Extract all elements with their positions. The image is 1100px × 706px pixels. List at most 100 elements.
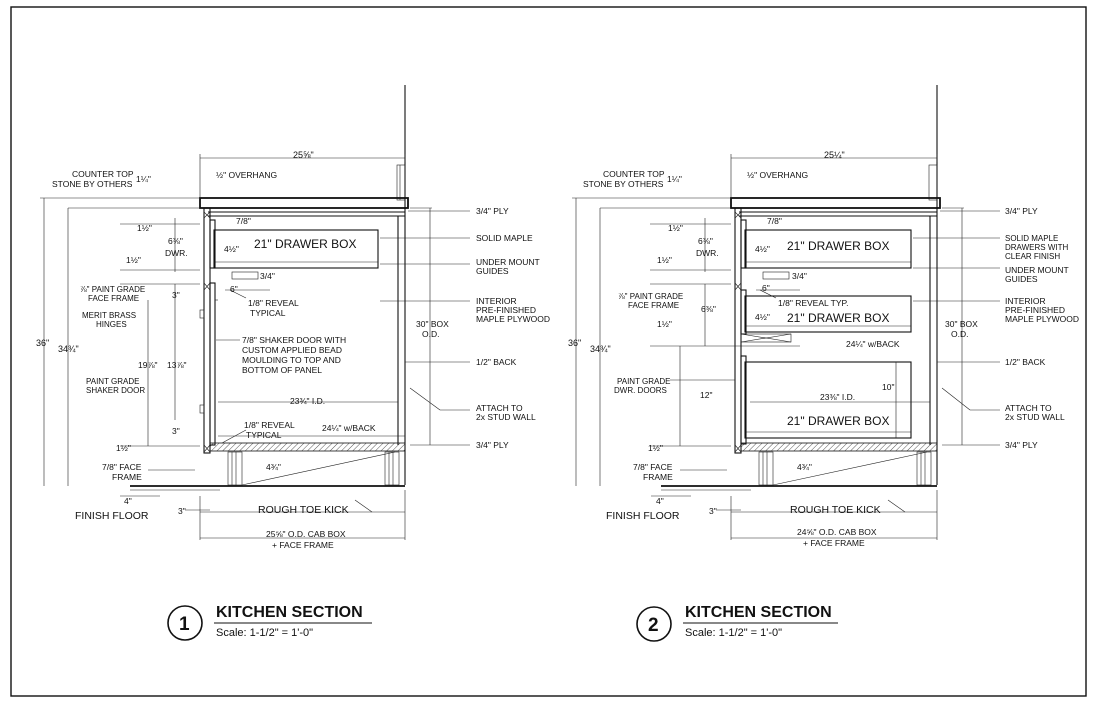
s2-d434: 4¾"	[797, 462, 812, 472]
s1-d4: 4"	[124, 496, 132, 506]
s2-under-mount: UNDER MOUNT	[1005, 265, 1069, 275]
s2-attach-to: ATTACH TO	[1005, 403, 1052, 413]
s1-d6: 6"	[230, 284, 238, 294]
s2-maple-ply: MAPLE PLYWOOD	[1005, 314, 1079, 324]
s1-od: O.D.	[422, 329, 439, 339]
s1-face-78: 7/8" FACE	[102, 462, 142, 472]
s1-top-width: 25⅝"	[293, 150, 314, 160]
s2-d10: 10"	[882, 382, 894, 392]
s2-number: 2	[648, 615, 659, 636]
s1-d434: 4¾"	[266, 462, 281, 472]
s1-overhang: ½" OVERHANG	[216, 170, 277, 180]
s1-d112b: 1½"	[126, 255, 141, 265]
s1-d34: 3/4"	[260, 271, 275, 281]
s1-d1978: 19⅞"	[138, 360, 158, 370]
s1-ply-top: 3/4" PLY	[476, 206, 509, 216]
s2-id-width: 23⅜" I.D.	[820, 392, 855, 402]
s1-paint-grade: PAINT GRADE	[86, 377, 140, 386]
s2-clear-finish: CLEAR FINISH	[1005, 252, 1060, 261]
s2-paint-grade-ff: ⅞" PAINT GRADE	[618, 292, 683, 301]
s2-d34: 3/4"	[792, 271, 807, 281]
s1-paint-grade-ff: ⅞" PAINT GRADE	[80, 285, 145, 294]
s1-rough-toe: ROUGH TOE KICK	[258, 504, 349, 516]
s2-d112b: 1½"	[657, 255, 672, 265]
s1-shaker-3: MOULDING TO TOP AND	[242, 355, 341, 365]
s1-interior: INTERIOR	[476, 296, 517, 306]
s2-title: KITCHEN SECTION	[685, 604, 832, 621]
kitchen-section-2: 25¼" ½" OVERHANG COUNTER TOP STONE BY OT…	[568, 85, 1079, 642]
s1-d36: 36"	[36, 338, 49, 348]
s1-shaker-2: CUSTOM APPLIED BEAD	[242, 345, 342, 355]
s2-drawer-box-2: 21" DRAWER BOX	[787, 311, 890, 325]
s2-cab-box: 24⅝" O.D. CAB BOX	[797, 527, 877, 537]
s2-drawers-with: DRAWERS WITH	[1005, 243, 1068, 252]
s1-finish-floor: FINISH FLOOR	[75, 510, 149, 522]
s2-box30: 30" BOX	[945, 319, 978, 329]
s1-typical: TYPICAL	[250, 308, 286, 318]
s2-drawer-box-3: 21" DRAWER BOX	[787, 414, 890, 428]
s2-top-width: 25¼"	[824, 150, 845, 160]
s1-box30: 30" BOX	[416, 319, 449, 329]
s2-d412b: 4½"	[755, 312, 770, 322]
s1-hinges: HINGES	[96, 320, 127, 329]
s2-back-half: 1/2" BACK	[1005, 357, 1046, 367]
s1-typical2: TYPICAL	[246, 430, 282, 440]
s1-d112: 1½"	[137, 223, 152, 233]
s1-d3: 3"	[172, 290, 180, 300]
sheet-border	[10, 6, 1087, 697]
s1-d638: 6⅜"	[168, 236, 183, 246]
s1-cab-box: 25⅝" O.D. CAB BOX	[266, 529, 346, 539]
s2-rough-toe: ROUGH TOE KICK	[790, 504, 881, 516]
s2-guides: GUIDES	[1005, 274, 1038, 284]
s2-dwr-doors: DWR. DOORS	[614, 386, 667, 395]
s1-shaker-door: SHAKER DOOR	[86, 386, 145, 395]
s1-stone: STONE BY OTHERS	[52, 179, 133, 189]
s1-maple-ply: MAPLE PLYWOOD	[476, 314, 550, 324]
s2-counter-top: COUNTER TOP	[603, 169, 665, 179]
s1-id-width: 23¾" I.D.	[290, 396, 325, 406]
s1-reveal-typ-1: 1/8" REVEAL	[248, 298, 299, 308]
s1-frame: FRAME	[112, 472, 142, 482]
s1-reveal-typ-2: 1/8" REVEAL	[244, 420, 295, 430]
s2-reveal-typ: 1/8" REVEAL TYP.	[778, 298, 848, 308]
s1-title: KITCHEN SECTION	[216, 604, 363, 621]
s1-prefinished: PRE-FINISHED	[476, 305, 536, 315]
s1-ply-bottom: 3/4" PLY	[476, 440, 509, 450]
s2-d112d: 1½"	[648, 443, 663, 453]
s1-scale: Scale: 1-1/2" = 1'-0"	[216, 627, 313, 639]
s2-od: O.D.	[951, 329, 968, 339]
s1-d78: 7/8"	[236, 216, 251, 226]
s1-counter-thk: 1¼"	[136, 174, 151, 184]
s1-under-mount: UNDER MOUNT	[476, 257, 540, 267]
s2-title-circle	[636, 606, 672, 642]
s1-shaker-1: 7/8" SHAKER DOOR WITH	[242, 335, 346, 345]
s2-d112c: 1½"	[657, 319, 672, 329]
s1-merit-brass: MERIT BRASS	[82, 311, 136, 320]
s2-paint-grade: PAINT GRADE	[617, 377, 671, 386]
s2-d412: 4½"	[755, 244, 770, 254]
s2-d36: 36"	[568, 338, 581, 348]
s2-d638: 6⅜"	[698, 236, 713, 246]
s1-attach-to: ATTACH TO	[476, 403, 523, 413]
s2-plus-ff: + FACE FRAME	[803, 538, 865, 548]
s2-d112: 1½"	[668, 223, 683, 233]
s1-plus-ff: + FACE FRAME	[272, 540, 334, 550]
s1-face-frame: FACE FRAME	[88, 294, 139, 303]
s2-ply-top: 3/4" PLY	[1005, 206, 1038, 216]
s2-stud-wall: 2x STUD WALL	[1005, 412, 1065, 422]
s2-overhang: ½" OVERHANG	[747, 170, 808, 180]
s2-drawer-box-1: 21" DRAWER BOX	[787, 239, 890, 253]
s2-finish-floor: FINISH FLOOR	[606, 510, 680, 522]
s2-scale: Scale: 1-1/2" = 1'-0"	[685, 627, 782, 639]
s1-back-half: 1/2" BACK	[476, 357, 517, 367]
s1-stud-wall: 2x STUD WALL	[476, 412, 536, 422]
s1-d3b: 3"	[172, 426, 180, 436]
s2-d4: 4"	[656, 496, 664, 506]
s1-number: 1	[179, 614, 190, 635]
s1-drawer-box: 21" DRAWER BOX	[254, 237, 357, 251]
s1-d3434: 34¾"	[58, 344, 79, 354]
kitchen-section-1: 25⅝" ½" OVERHANG COUNTER TOP STONE BY OT…	[36, 85, 550, 641]
s2-d3: 3"	[709, 506, 717, 516]
s1-guides: GUIDES	[476, 266, 509, 276]
